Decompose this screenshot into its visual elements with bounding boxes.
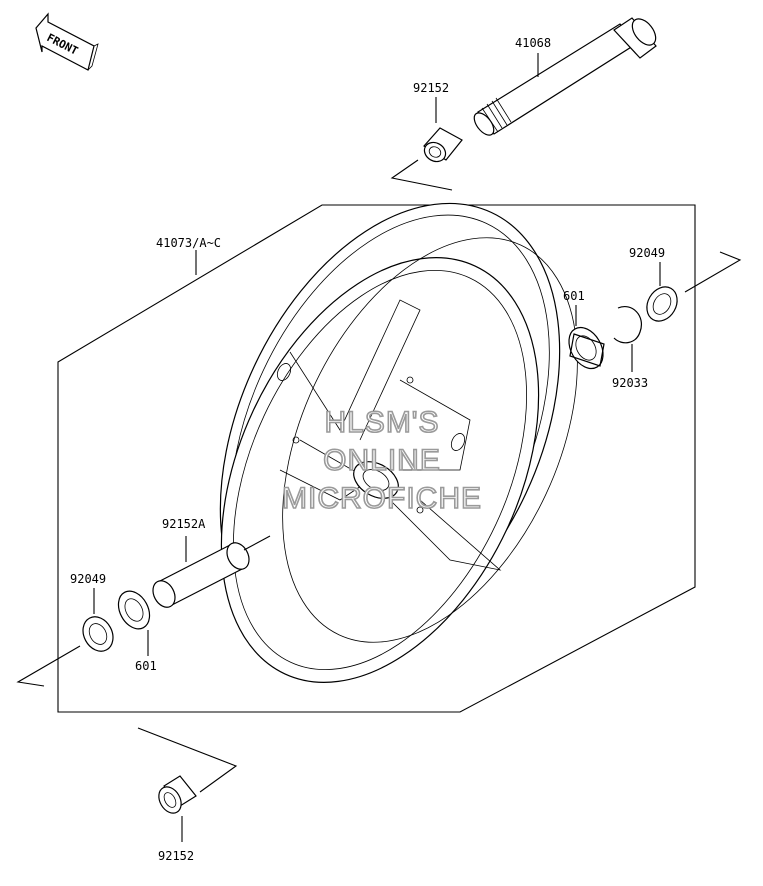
- label-collar-bottom: 92152: [158, 849, 194, 863]
- oil-seal-left: [82, 616, 114, 652]
- front-direction-indicator: FRONT: [35, 12, 99, 71]
- label-bearing-right: 601: [563, 289, 585, 303]
- label-axle: 41068: [515, 36, 551, 50]
- spacer: [152, 542, 250, 608]
- label-oil-seal-left: 92049: [70, 572, 106, 586]
- collar-top: [423, 127, 463, 163]
- label-collar-top: 92152: [413, 81, 449, 95]
- watermark: HLSM'S ONLINE MICROFICHE: [281, 405, 482, 516]
- collar-bottom: [158, 775, 197, 814]
- bearing-right: [568, 326, 605, 370]
- front-wheel: [219, 202, 578, 683]
- label-circlip: 92033: [612, 376, 648, 390]
- front-axle: [473, 17, 657, 136]
- oil-seal-right: [646, 286, 678, 322]
- watermark-line-1: HLSM'S: [324, 406, 439, 439]
- circlip-right: [613, 306, 642, 344]
- label-spacer: 92152A: [162, 517, 206, 531]
- watermark-line-3: MICROFICHE: [282, 482, 482, 515]
- watermark-line-2: ONLINE: [323, 444, 441, 477]
- label-wheel: 41073/A~C: [156, 236, 221, 250]
- label-bearing-left: 601: [135, 659, 157, 673]
- wheel-assembly-frame: [57, 204, 696, 713]
- label-oil-seal-right: 92049: [629, 246, 665, 260]
- bearing-left: [117, 590, 151, 630]
